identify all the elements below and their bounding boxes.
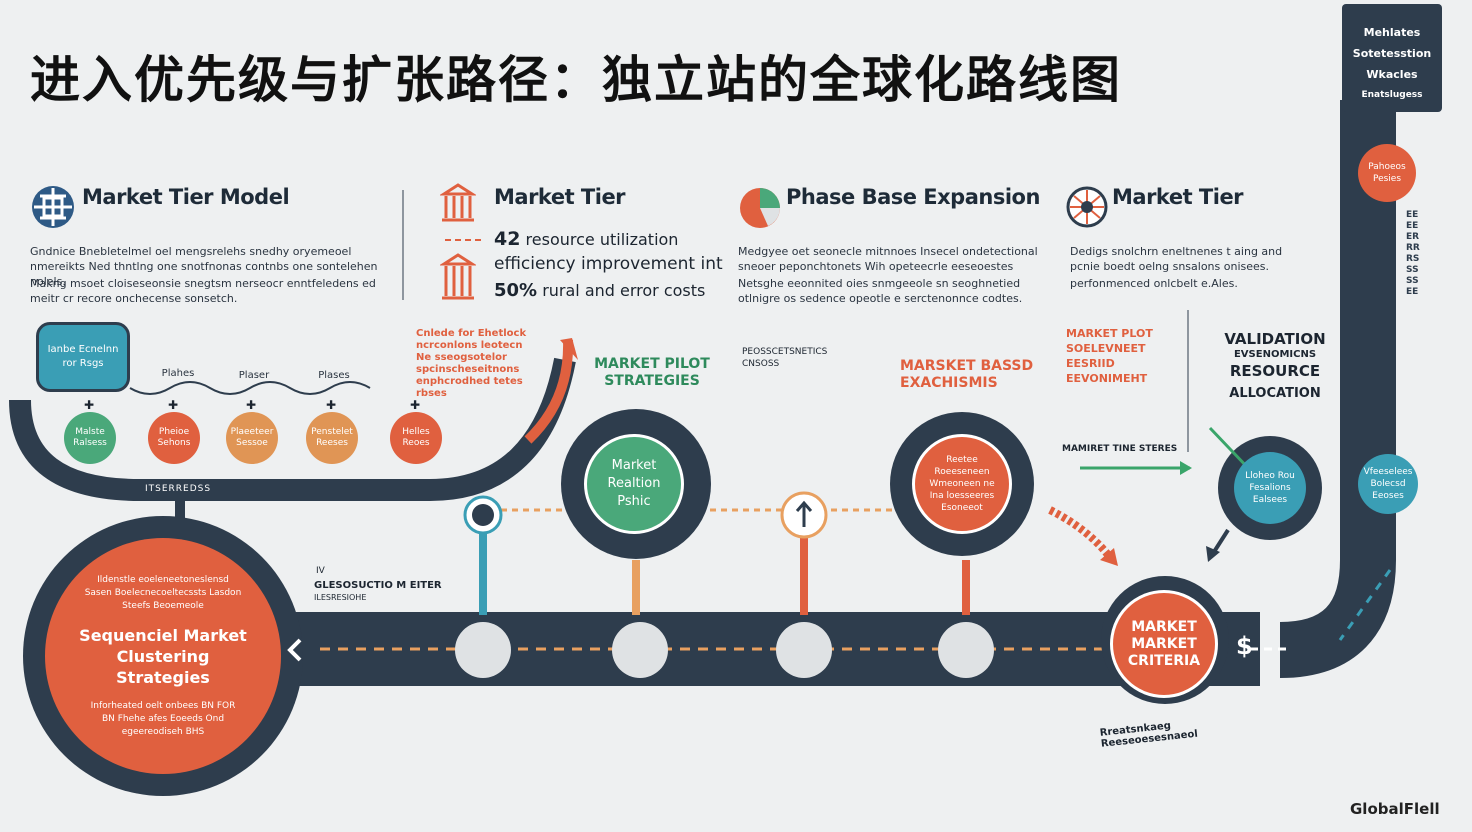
criteria-circle[interactable]: MARKET MARKET CRITERIA <box>1110 590 1218 698</box>
track-node-1 <box>455 622 511 678</box>
section-header-phase: Phase Base Expansion <box>786 185 1040 209</box>
speech-bubble: Ianbe Ecnelnn ror Rsgs <box>36 322 130 392</box>
banner-line: Wkacles <box>1366 68 1418 81</box>
section-header-tier-model: Market Tier Model <box>82 185 290 209</box>
tower-circle-top[interactable]: Pahoeos Pesies <box>1358 144 1416 202</box>
orange-arrow-diag <box>1048 506 1116 563</box>
banner-line: Mehlates <box>1363 26 1421 39</box>
left-arc-orange <box>524 339 574 444</box>
brand-logo: GlobalFlell <box>1350 800 1440 818</box>
tower-dashes <box>1338 569 1392 641</box>
phase-node-green[interactable]: Malste Ralsess <box>64 412 116 464</box>
chevron-left-icon <box>287 638 302 662</box>
section-body: Dedigs snolchrn eneltnenes t aing and pc… <box>1070 245 1283 273</box>
arc-label: ITSERREDSS <box>145 484 212 494</box>
stat-number: 50% <box>494 280 538 301</box>
main-circle[interactable]: Market Realtion Pshic <box>584 434 684 534</box>
plus-icon: ✚ <box>168 398 179 412</box>
validation-line: RESOURCE <box>1229 362 1321 380</box>
node-label: Penstelet Reeses <box>311 427 353 448</box>
pie-chart-icon <box>738 186 782 230</box>
left-big-circle[interactable]: Ildenstle eoeleneetoneslensd Sasen Boele… <box>45 538 281 774</box>
stat-line: efficiency improvement int <box>494 254 723 274</box>
stat-line: 42 resource utilization <box>494 228 678 250</box>
banner-line: Sotetesstion <box>1352 47 1432 60</box>
mid-note: GLESOSUCTIO M EITER <box>314 580 442 591</box>
circle-bottom-text: Inforheated oelt onbees BN FOR BN Fhehe … <box>90 700 236 737</box>
up-arrow-icon <box>795 500 813 527</box>
track-node-3 <box>776 622 832 678</box>
section-body: Makng msoet cloiseseonsie snegtsm nerseo… <box>30 277 376 305</box>
phase-node-orange[interactable]: Pheioe Sehons <box>148 412 200 464</box>
plus-icon: ✚ <box>410 398 421 412</box>
stat-text: resource utilization <box>525 230 679 249</box>
phase-label: Plahes <box>161 368 195 379</box>
spider-globe-icon <box>1066 186 1108 228</box>
right-tower-track <box>1279 100 1396 678</box>
section-body: Medgyee oet seonecle mitnnoes Insecel on… <box>738 245 1038 273</box>
right-circle[interactable]: Reetee Roeeseneen Wmeoneen ne Ina loesse… <box>912 434 1012 534</box>
pilot-title: MARKET PILOT STRATEGIES <box>594 356 710 389</box>
based-title: MARSKET BASSD EXACHISMIS <box>900 358 1034 391</box>
tower-circle-bottom[interactable]: Vfeeselees Bolecsd Eeoses <box>1358 454 1418 514</box>
top-right-banner-bg <box>1342 4 1442 112</box>
section-body: perfonmenced onlcbelt e.Ales. <box>1070 277 1238 290</box>
mid-note: IV <box>316 566 325 576</box>
banner-line: Enatslugess <box>1361 90 1423 100</box>
section-header-tier-4: Market Tier <box>1112 185 1244 209</box>
phase-node-tan-2[interactable]: Penstelet Reeses <box>306 412 358 464</box>
phase-node-tan[interactable]: Plaeeteer Sessoe <box>226 412 278 464</box>
section-body: Gndnice Bnebletelmel oel mengsrelehs sne… <box>30 245 378 288</box>
pilot-block: MARKET PLOT SOELEVNEET EESRIID EEVONIMEH… <box>1066 327 1153 385</box>
mid-note: ILESRESIOHE <box>314 593 367 602</box>
plus-icon: ✚ <box>246 398 257 412</box>
node-label: Helles Reoes <box>402 427 430 448</box>
circle-top-text: Ildenstle eoeleneetoneslensd Sasen Boele… <box>84 574 242 611</box>
orange-note: Cnlede for Ehetlock ncrconlons leotecn N… <box>416 328 527 399</box>
phase-label: Plaser <box>238 370 270 381</box>
building-icon <box>438 182 478 224</box>
plus-icon: ✚ <box>326 398 337 412</box>
globe-icon <box>30 184 76 230</box>
section-header-tier: Market Tier <box>494 185 626 209</box>
pin-circle-left-inner <box>472 504 494 526</box>
plus-icon: ✚ <box>84 398 95 412</box>
track-node-2 <box>612 622 668 678</box>
small-caps-label: PEOSSCETSNETICS CNSOSS <box>742 347 828 369</box>
phase-waves <box>129 381 371 395</box>
node-label: Plaeeteer Sessoe <box>230 427 274 448</box>
teal-circle[interactable]: Lloheo Rou Fesalions Ealsees <box>1234 452 1306 524</box>
top-right-banner: Mehlates Sotetesstion Wkacles Enatsluges… <box>1342 22 1442 106</box>
node-label: Malste Ralsess <box>73 427 107 448</box>
phase-node-red[interactable]: Helles Reoes <box>390 412 442 464</box>
phase-label: Plases <box>318 370 350 381</box>
section-body: Netsghe eeonnited oies snmgeeole sn seog… <box>738 277 1023 305</box>
circle-title: Sequenciel Market Clustering Strategies <box>79 625 247 687</box>
validation-line: VALIDATION <box>1224 330 1326 348</box>
stat-number: 42 <box>494 228 521 250</box>
validation-line: ALLOCATION <box>1229 386 1321 401</box>
validation-line: EVSENOMICNS <box>1233 349 1317 360</box>
track-node-4 <box>938 622 994 678</box>
dollar-icon: $ <box>1236 632 1253 660</box>
vertical-label: EEEEERRRRSSSSSEE <box>1406 210 1420 297</box>
arc-arrow-head <box>560 338 578 360</box>
page-title: 进入优先级与扩张路径：独立站的全球化路线图 <box>30 51 1122 109</box>
node-label: Pheioe Sehons <box>157 427 191 448</box>
stat-line: 50% rural and error costs <box>494 280 705 301</box>
building-icon <box>438 252 478 302</box>
stat-text: rural and error costs <box>542 281 706 300</box>
timeline-label: MAMIRET TINE STERES <box>1062 444 1178 454</box>
